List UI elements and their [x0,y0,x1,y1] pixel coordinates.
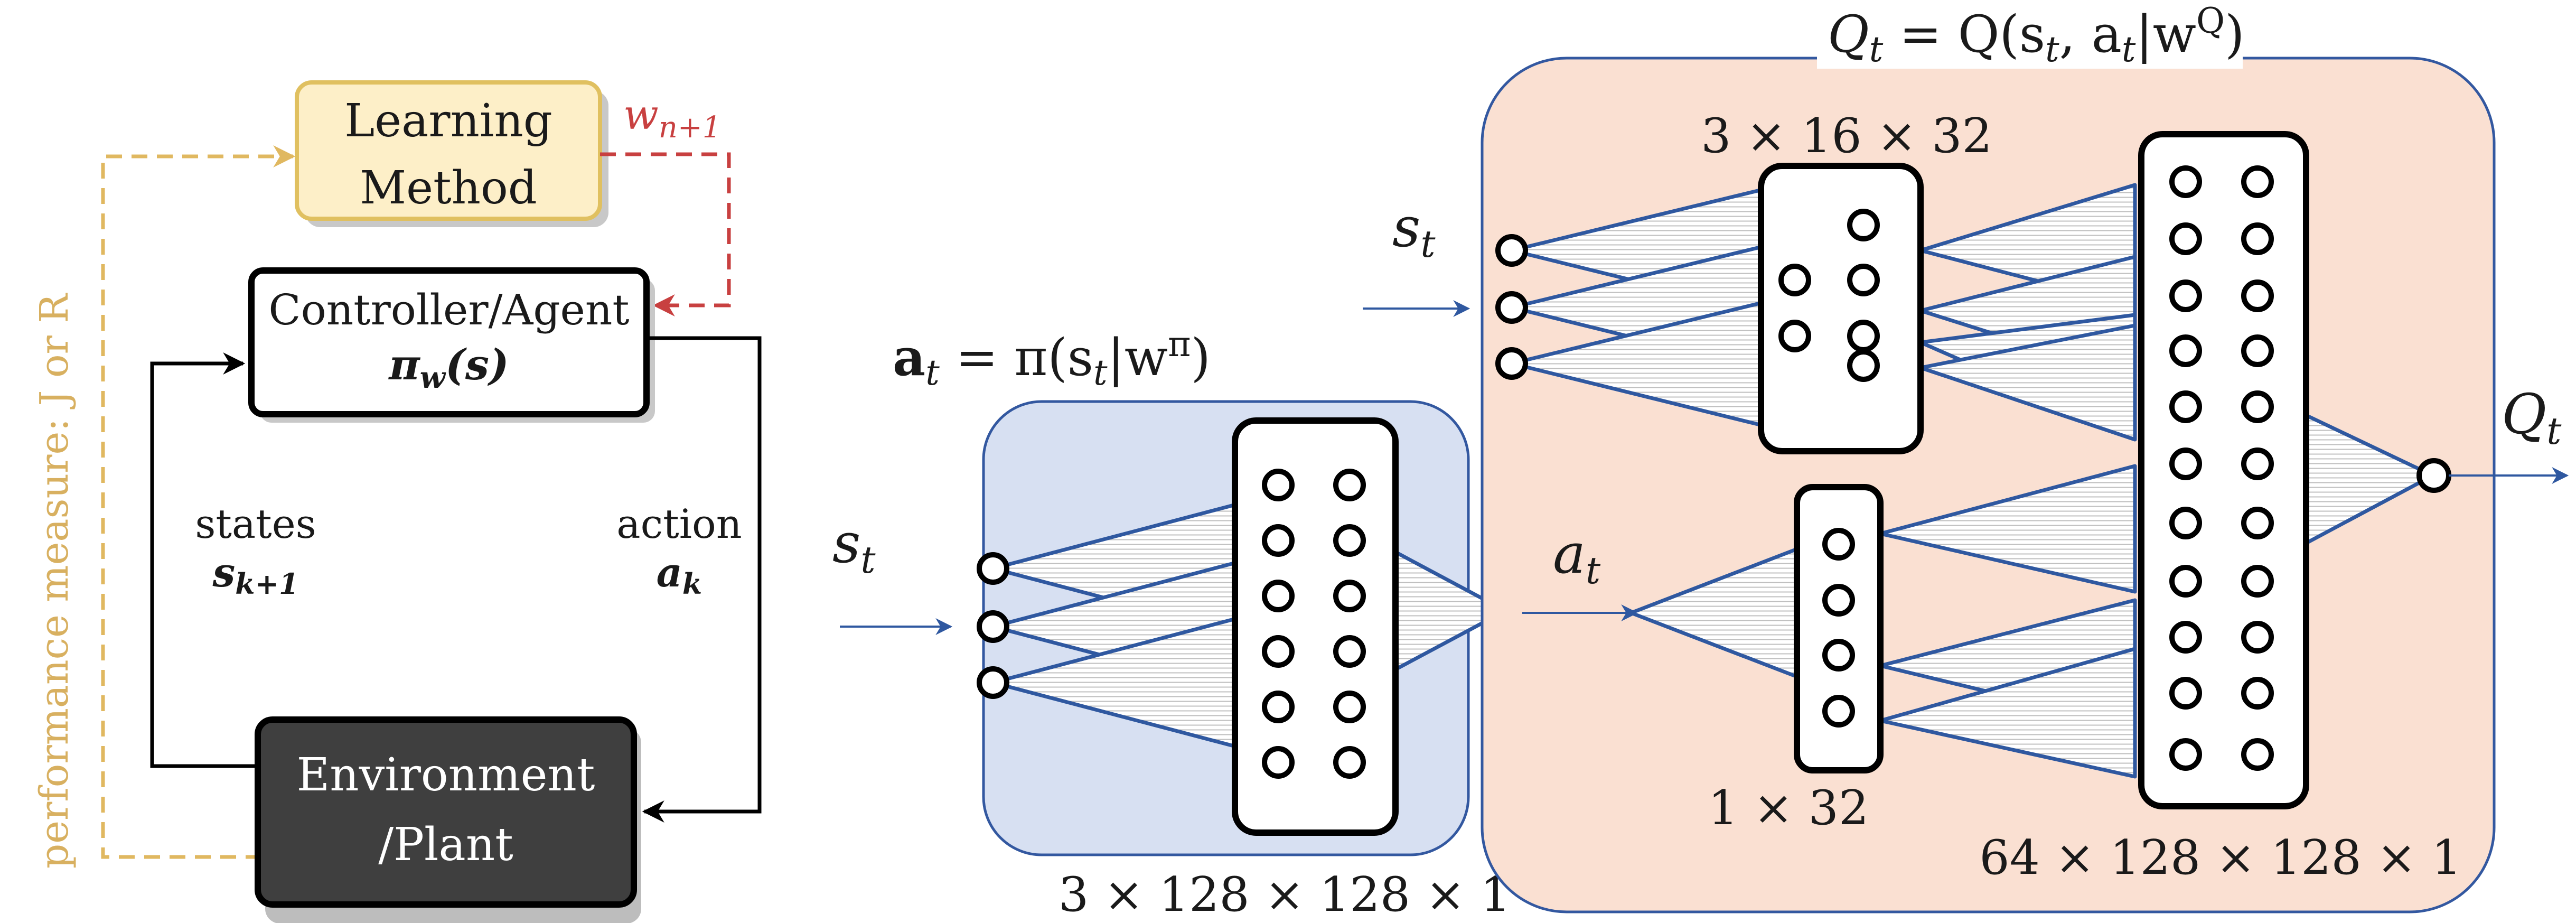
action-symbol: ak [657,549,702,601]
critic-action-layer [1794,484,1884,773]
critic-state-layer [1758,163,1924,454]
critic-merge-layer [2138,131,2309,809]
critic-title: Qt = Q(st, at|wQ) [1828,1,2245,70]
learning-method-box [295,80,602,221]
critic-state-input-label: st [1392,195,1436,266]
critic-merge-layer-nodes [2169,165,2274,771]
weight-update-label: wn+1 [623,91,721,145]
critic-action-to-merge [1878,464,2137,779]
critic-output-label: Qt [2502,382,2562,453]
actor-hidden-nodes [1262,469,1366,779]
actor-title: at = π(st|wπ) [893,324,1211,393]
controller-label: Controller/Agent [268,285,629,334]
learning-method-line2: Method [360,162,537,215]
environment-plant-box [255,716,637,908]
critic-action-layer-nodes [1822,528,1855,728]
controller-policy: πw(s) [388,340,509,395]
weight-update-arrow [600,152,731,316]
actor-hidden-layer [1232,417,1399,836]
critic-merge-layer-dims: 64 × 128 × 128 × 1 [1979,830,2461,885]
critic-state-layer-dims: 3 × 16 × 32 [1701,108,1992,164]
actor-input-label: st [832,511,876,582]
critic-state-fan-in [1510,188,1762,427]
learning-method-line1: Learning [344,95,552,147]
actor-input-nodes [977,552,1009,699]
state-arrow [150,352,258,768]
states-symbol: sk+1 [212,549,298,601]
environment-line1: Environment [297,749,595,801]
critic-action-layer-dims: 1 × 32 [1708,780,1869,836]
actor-dims: 3 × 128 × 128 × 1 [1058,867,1511,922]
critic-state-to-merge [1918,183,2137,442]
controller-agent-box [248,267,650,417]
performance-measure-label: performance measure: J or R [32,293,77,869]
critic-action-input-label: at [1553,521,1601,592]
action-arrow [642,336,762,823]
states-label: states [195,500,316,547]
critic-state-input-nodes [1495,234,1528,380]
performance-feedback-arrow [101,145,296,859]
critic-state-layer-nodes [1778,209,1880,382]
action-label: action [616,500,742,547]
environment-line2: /Plant [378,818,513,871]
critic-output-node [2416,458,2451,493]
